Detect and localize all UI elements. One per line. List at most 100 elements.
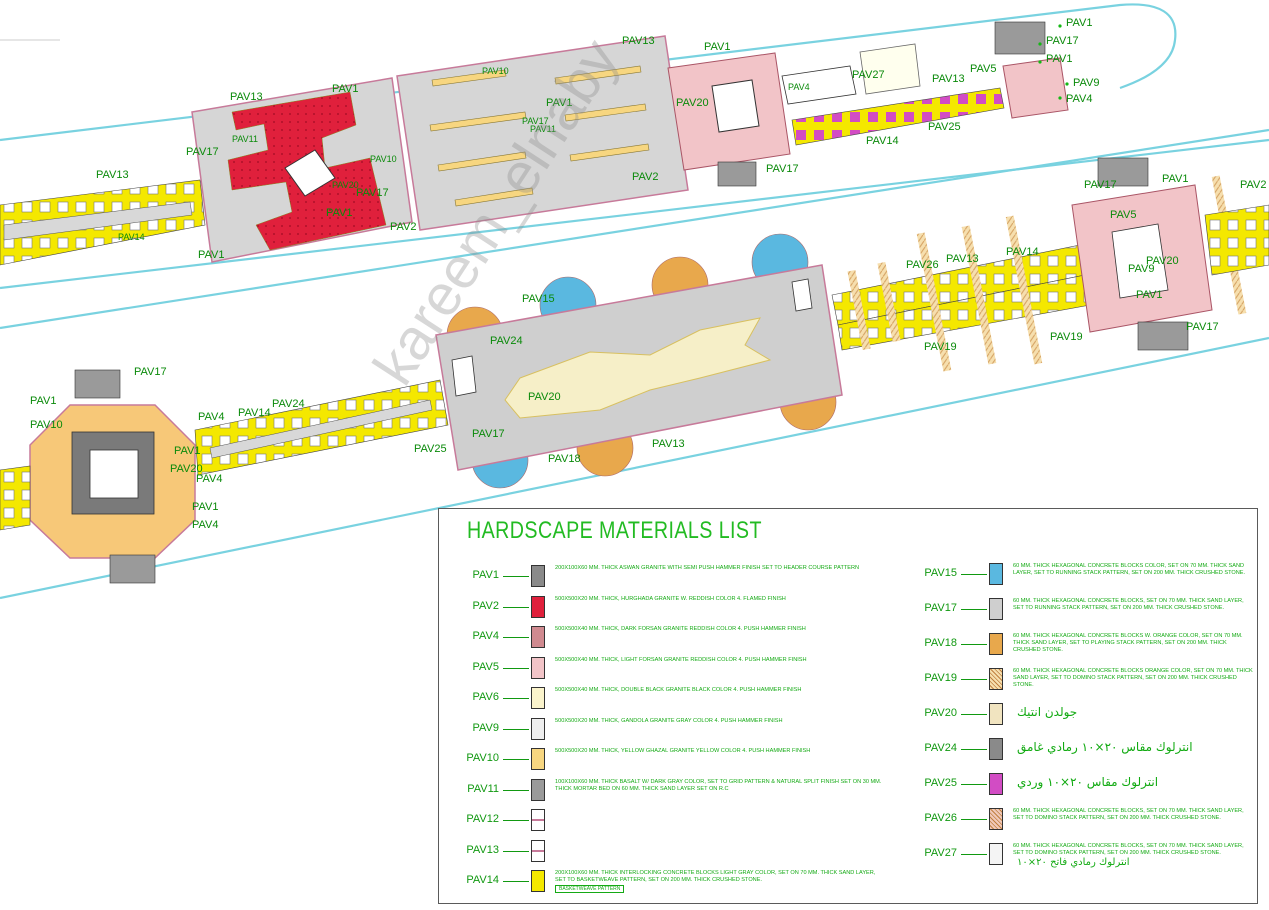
legend-leader-line xyxy=(961,679,987,680)
label-pav: PAV10 xyxy=(30,419,63,431)
legend-swatch xyxy=(989,703,1003,725)
legend-item-pav20: PAV20 جولدن انتيك xyxy=(897,701,1197,727)
label-pav: PAV13 xyxy=(96,169,129,181)
legend-swatch xyxy=(989,773,1003,795)
legend-arabic-text: انترلوك رمادي فاتح ٢٠×١٠ xyxy=(1017,857,1130,868)
legend-arabic-text: جولدن انتيك xyxy=(1017,705,1078,719)
legend-code: PAV4 xyxy=(472,630,500,642)
legend-description: 500X500X40 MM. THICK, DARK FORSAN GRANIT… xyxy=(555,626,806,632)
label-pav: PAV17 xyxy=(1046,35,1079,47)
label-pav: PAV25 xyxy=(414,443,447,455)
label-pav: PAV1 xyxy=(192,501,219,513)
legend-item-pav25: PAV25 انترلوك مقاس ٢٠×١٠ وردي xyxy=(897,771,1197,797)
legend-leader-line xyxy=(503,606,529,608)
legend-code: PAV27 xyxy=(924,847,957,859)
legend-swatch xyxy=(531,870,545,892)
legend-swatch xyxy=(531,656,545,679)
legend-code: PAV17 xyxy=(924,602,957,614)
label-pav: PAV17 xyxy=(766,163,799,175)
legend-tag: BASKETWEAVE PATTERN xyxy=(555,885,625,893)
legend-leader-line xyxy=(961,749,987,750)
legend-code: PAV12 xyxy=(466,813,499,825)
legend-swatch xyxy=(531,595,545,618)
legend-code: PAV25 xyxy=(924,777,957,789)
label-pav: PAV1 xyxy=(332,83,359,95)
legend-code: PAV26 xyxy=(924,812,957,824)
legend-leader-line xyxy=(961,574,987,575)
legend-code: PAV19 xyxy=(924,672,957,684)
legend-leader-line xyxy=(503,820,529,821)
legend-leader-line xyxy=(503,728,529,730)
label-pav: PAV9 xyxy=(1073,77,1100,89)
label-pav: PAV1 xyxy=(198,249,225,261)
label-pav: PAV11 xyxy=(232,134,258,144)
legend-item-pav12: PAV12 xyxy=(439,807,889,833)
label-pav: PAV9 xyxy=(1128,263,1155,275)
legend-description: 60 MM. THICK HEXAGONAL CONCRETE BLOCKS O… xyxy=(1013,668,1253,688)
legend-leader-line xyxy=(961,609,987,610)
label-pav: PAV14 xyxy=(1006,246,1039,258)
label-pav: PAV14 xyxy=(238,407,271,419)
legend-code: PAV20 xyxy=(924,707,957,719)
legend-leader-line xyxy=(961,714,987,715)
legend-swatch xyxy=(989,843,1003,865)
label-pav: PAV24 xyxy=(490,335,523,347)
legend-leader-line xyxy=(961,784,987,785)
label-pav: PAV18 xyxy=(548,453,581,465)
label-pav: PAV4 xyxy=(196,473,223,485)
label-pav: PAV1 xyxy=(174,445,201,457)
legend-swatch xyxy=(989,633,1003,655)
legend-item-pav4: PAV4 500X500X40 MM. THICK, DARK FORSAN GR… xyxy=(439,624,889,650)
legend-item-pav17: PAV17 60 MM. THICK HEXAGONAL CONCRETE BLO… xyxy=(897,596,1244,622)
label-pav: PAV26 xyxy=(906,259,939,271)
label-pav: PAV1 xyxy=(1162,173,1189,185)
label-pav: PAV27 xyxy=(852,69,885,81)
legend-swatch xyxy=(989,668,1003,690)
legend-description: 200x100x60 MM. THICK ASWAN GRANITE WITH … xyxy=(555,565,860,571)
label-pav: PAV1 xyxy=(1066,17,1093,29)
legend-code: PAV14 xyxy=(466,874,499,886)
label-pav: PAV1 xyxy=(30,395,57,407)
legend-swatch xyxy=(531,809,545,831)
legend-code: PAV6 xyxy=(472,691,500,703)
legend-code: PAV9 xyxy=(472,721,500,734)
label-pav: PAV20 xyxy=(676,97,709,109)
label-pav: PAV20 xyxy=(528,391,561,403)
label-pav: PAV13 xyxy=(622,35,655,47)
legend-item-pav14: PAV14 200x100x60 MM. THICK INTERLOCKING C… xyxy=(439,868,889,894)
legend-description: 60 MM. THICK HEXAGONAL CONCRETE BLOCKS C… xyxy=(1013,563,1246,576)
legend-description: 60 MM. THICK HEXAGONAL CONCRETE BLOCKS, … xyxy=(1013,808,1244,821)
label-pav: PAV14 xyxy=(866,135,899,147)
legend-description: 60 MM. THICK HEXAGONAL CONCRETE BLOCKS, … xyxy=(1013,598,1244,611)
legend-arabic-text: انترلوك مقاس ٢٠×١٠ وردي xyxy=(1017,775,1159,789)
label-pav: PAV20 xyxy=(170,463,203,475)
label-pav: PAV17 xyxy=(186,146,219,158)
legend-leader-line xyxy=(961,819,987,820)
legend-description: 500X500X20 MM. THICK, YELLOW GHAZAL GRAN… xyxy=(555,748,811,754)
label-pav: PAV10 xyxy=(482,66,509,76)
label-pav: PAV1 xyxy=(1136,289,1163,301)
legend-leader-line xyxy=(503,667,529,669)
legend-swatch xyxy=(531,687,545,709)
legend-description: 200x100x60 MM. THICK INTERLOCKING CONCRE… xyxy=(555,870,876,893)
label-pav: PAV17 xyxy=(134,366,167,378)
label-pav: PAV20 xyxy=(1146,255,1179,267)
legend-swatch xyxy=(531,565,545,587)
legend-description: 500X500X20 MM. THICK, HURGHADA GRANITE W… xyxy=(555,595,786,602)
label-pav: PAV24 xyxy=(272,398,305,410)
label-pav: PAV11 xyxy=(530,124,556,134)
legend-swatch xyxy=(531,626,545,648)
legend-leader-line xyxy=(503,698,529,699)
label-pav: PAV4 xyxy=(788,82,810,92)
label-pav: PAV4 xyxy=(192,519,219,531)
legend-code: PAV5 xyxy=(472,660,500,673)
label-pav: PAV17 xyxy=(472,428,505,440)
